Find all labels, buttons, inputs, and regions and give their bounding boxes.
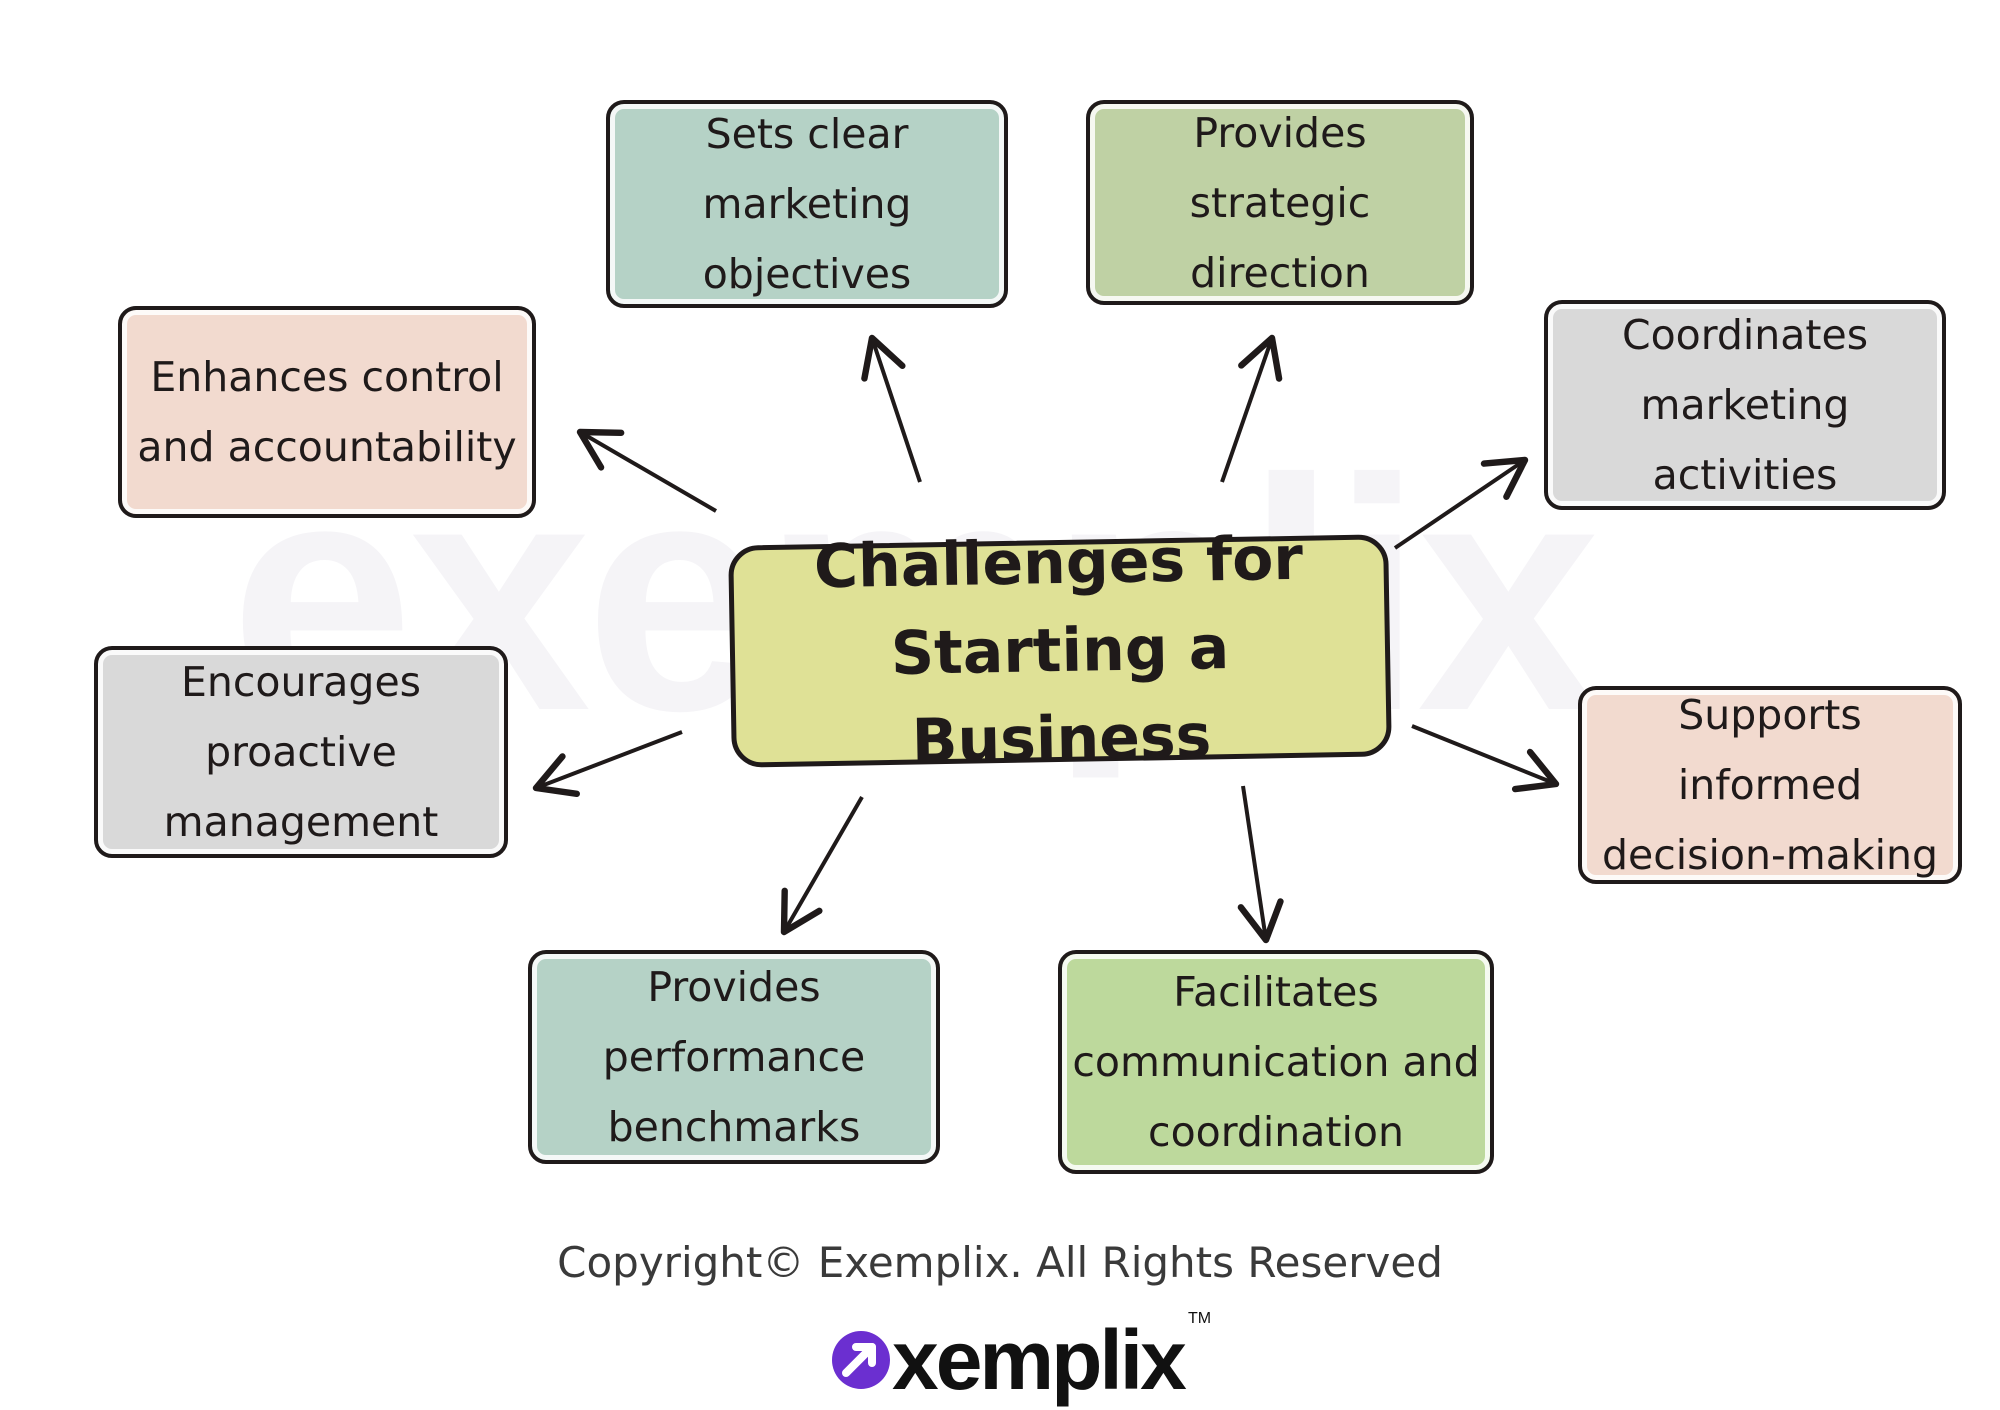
- trademark-symbol: TM: [1188, 1310, 1212, 1327]
- node-enhances-control-and-accountability: Enhances control and accountability: [118, 306, 536, 518]
- node-line: Provides: [647, 963, 821, 1011]
- arrow-to-facilitates-communication-and-coordination: [1237, 785, 1284, 944]
- central-topic-line-2: Starting a Business: [890, 613, 1230, 777]
- arrow-to-provides-strategic-direction: [1220, 334, 1283, 483]
- node-provides-performance-benchmarks: Provides performance benchmarks: [528, 950, 940, 1164]
- node-line: Enhances control: [150, 353, 504, 401]
- arrow-to-enhances-control-and-accountability: [576, 428, 718, 513]
- arrow-to-sets-clear-marketing-objectives: [861, 334, 922, 483]
- node-line: marketing: [702, 180, 912, 228]
- node-line: activities: [1652, 451, 1838, 499]
- central-topic-line-1: Challenges for: [813, 523, 1304, 603]
- node-sets-clear-marketing-objectives: Sets clear marketing objectives: [606, 100, 1008, 308]
- node-supports-informed-decision-making: Supports informed decision-making: [1578, 686, 1962, 884]
- node-line: Encourages: [180, 658, 422, 706]
- copyright-text: Copyright© Exemplix. All Rights Reserved: [557, 1238, 1443, 1287]
- arrow-to-encourages-proactive-management: [532, 730, 683, 797]
- node-line: strategic: [1189, 178, 1371, 227]
- arrow-to-coordinates-marketing-activities: [1393, 456, 1529, 550]
- arrow-to-supports-informed-decision-making: [1411, 724, 1560, 793]
- brand-name: xemplix: [892, 1313, 1187, 1407]
- node-line: Supports: [1678, 691, 1862, 739]
- node-line: proactive: [205, 728, 397, 776]
- arrow-to-provides-performance-benchmarks: [780, 795, 864, 936]
- node-line: and accountability: [137, 423, 517, 471]
- node-line: Sets clear: [705, 110, 909, 158]
- node-line: marketing: [1640, 381, 1850, 429]
- node-line: informed: [1677, 761, 1863, 809]
- node-facilitates-communication-and-coordination: Facilitates communication and coordinati…: [1058, 950, 1494, 1174]
- node-line: direction: [1190, 248, 1370, 297]
- node-line: objectives: [702, 250, 912, 298]
- brand-arrow-icon: [832, 1331, 890, 1389]
- node-line: communication and: [1072, 1038, 1480, 1086]
- node-line: Facilitates: [1173, 968, 1379, 1016]
- node-line: decision-making: [1601, 831, 1938, 879]
- node-provides-strategic-direction: Provides strategic direction: [1086, 100, 1474, 305]
- brand-logo: xemplix: [832, 1310, 1187, 1410]
- node-line: coordination: [1148, 1108, 1404, 1156]
- node-line: benchmarks: [607, 1103, 861, 1151]
- node-coordinates-marketing-activities: Coordinates marketing activities: [1544, 300, 1946, 510]
- node-line: management: [163, 798, 439, 846]
- node-line: performance: [602, 1033, 866, 1081]
- node-line: Coordinates: [1621, 311, 1869, 359]
- central-topic: Challenges for Starting a Business: [728, 524, 1392, 777]
- node-encourages-proactive-management: Encourages proactive management: [94, 646, 508, 858]
- node-line: Provides: [1193, 108, 1367, 157]
